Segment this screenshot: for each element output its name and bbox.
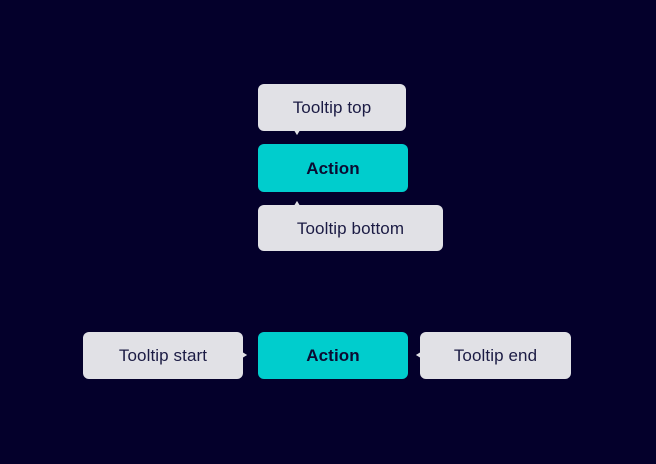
tooltip-bottom-label: Tooltip bottom — [296, 218, 405, 238]
action-button-vertical[interactable]: Action — [258, 144, 408, 192]
tooltip-arrow-down-icon — [289, 122, 305, 136]
action-button-horizontal-label: Action — [306, 346, 360, 365]
tooltip-arrow-left-icon — [415, 347, 429, 363]
tooltip-top-label: Tooltip top — [292, 98, 372, 117]
tooltip-end: Tooltip end — [415, 332, 571, 379]
tooltip-arrow-right-icon — [234, 347, 248, 363]
tooltip-arrow-up-icon — [289, 200, 305, 214]
tooltip-top: Tooltip top — [258, 84, 406, 136]
tooltip-start: Tooltip start — [83, 332, 248, 379]
action-button-horizontal[interactable]: Action — [258, 332, 408, 379]
tooltip-bottom: Tooltip bottom — [258, 200, 443, 251]
tooltip-end-label: Tooltip end — [453, 346, 538, 365]
tooltip-start-label: Tooltip start — [118, 346, 208, 365]
action-button-vertical-label: Action — [306, 158, 360, 178]
